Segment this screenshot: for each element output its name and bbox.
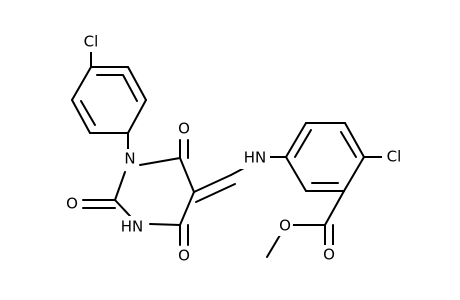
label-bg	[277, 216, 293, 236]
atom-nh-link: HN	[244, 149, 267, 167]
bond	[285, 122, 307, 158]
bond-double-inner	[340, 131, 357, 158]
label-bg	[64, 194, 80, 214]
label-bg	[122, 149, 138, 169]
bond	[114, 199, 131, 217]
atom-cl-right: Cl	[387, 148, 402, 166]
bond	[344, 122, 365, 158]
bonds	[71, 46, 384, 258]
bond	[179, 157, 195, 193]
bond	[71, 66, 92, 101]
label-bg	[382, 147, 406, 167]
atom-o-upper: O	[178, 120, 190, 138]
label-bg	[240, 147, 270, 169]
bond-double-inner	[122, 74, 138, 102]
bond-exocyclic	[193, 174, 232, 193]
label-bg	[176, 246, 192, 266]
bond	[343, 156, 365, 192]
label-bg	[176, 119, 192, 139]
atom-o-carbonyl: O	[323, 246, 335, 264]
bond	[149, 223, 181, 226]
atom-o-lower: O	[178, 247, 190, 265]
atom-cl-top: Cl	[84, 33, 99, 51]
label-bg	[117, 216, 147, 238]
bond-ring-ester	[324, 190, 345, 226]
bond-double-inner	[294, 129, 312, 158]
bond-exocyclic-double	[195, 183, 236, 203]
bond	[285, 156, 307, 192]
label-bg	[321, 245, 337, 265]
bond	[127, 99, 147, 134]
atom-o-ester: O	[279, 217, 291, 235]
label-bg	[79, 32, 103, 52]
atom-nh-ring: HN	[121, 218, 144, 236]
bond	[71, 99, 91, 134]
bond-double-inner	[80, 100, 96, 126]
atom-n-ring: N	[124, 150, 135, 168]
atom-o-left: O	[66, 195, 78, 213]
bond	[139, 157, 181, 166]
bond	[127, 66, 147, 101]
atom-labels: Cl N O O HN O HN Cl O O	[64, 32, 406, 266]
bond	[114, 171, 126, 201]
bond	[179, 191, 195, 226]
